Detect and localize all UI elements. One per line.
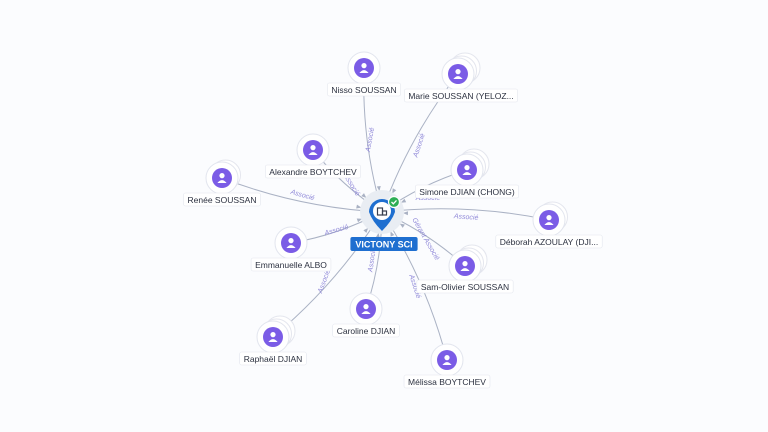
person-node-simone-djian[interactable]: Simone DJIAN (CHONG) [414, 148, 520, 199]
person-label-bg [414, 184, 520, 199]
edge-arrow-alexandre-boytchev [361, 193, 367, 198]
person-icon [268, 332, 278, 342]
edge-label-marie-soussan: Associé [412, 133, 427, 160]
edge-label-deborah-azoulay: Associé [453, 213, 479, 222]
center-label-bg [350, 237, 418, 251]
person-label-bg [327, 82, 401, 97]
person-label-bg [403, 374, 491, 389]
person-icon [442, 355, 452, 365]
person-label: Mélissa BOYTCHEV [408, 377, 486, 387]
person-node-melissa-boytchev[interactable]: Mélissa BOYTCHEV [403, 343, 491, 389]
person-node-marie-soussan[interactable]: Marie SOUSSAN (YELOZ... [404, 52, 518, 103]
person-label: Raphaël DJIAN [244, 354, 303, 364]
edge-arrow-nisso-soussan [376, 185, 381, 192]
person-label-bg [332, 323, 400, 338]
person-node-sam-olivier-soussan[interactable]: Sam-Olivier SOUSSAN [416, 244, 514, 294]
person-icon [460, 261, 470, 271]
edge-arrow-emmanuelle-albo [356, 218, 363, 223]
person-node-emmanuelle-albo[interactable]: Emmanuelle ALBO [250, 226, 332, 272]
person-icon [217, 173, 227, 183]
person-node-deborah-azoulay[interactable]: Déborah AZOULAY (DJI... [495, 201, 603, 249]
edge-label-emmanuelle-albo: Associé [323, 224, 350, 238]
person-icon [462, 165, 472, 175]
person-label: Déborah AZOULAY (DJI... [500, 237, 598, 247]
nodes-layer: Nisso SOUSSAN Marie SOUSSAN (YELOZ... Alex… [183, 51, 603, 389]
edge-arrow-renee-soussan [356, 204, 362, 209]
center-node-victony-sci[interactable]: VICTONY SCI [350, 190, 418, 251]
edge-arrow-marie-soussan [392, 188, 397, 194]
center-label: VICTONY SCI [355, 240, 412, 250]
person-label: Marie SOUSSAN (YELOZ... [408, 91, 513, 101]
person-label: Caroline DJIAN [337, 326, 396, 336]
person-label-bg [239, 351, 307, 366]
person-label: Alexandre BOYTCHEV [269, 167, 357, 177]
edge-label-caroline-djian: Associé [367, 247, 377, 273]
person-node-alexandre-boytchev[interactable]: Alexandre BOYTCHEV [264, 133, 362, 179]
person-icon [286, 238, 296, 248]
edge-label-simone-djian: Associé [415, 195, 441, 202]
person-icon [359, 63, 369, 73]
person-node-renee-soussan[interactable]: Renée SOUSSAN [183, 159, 261, 207]
edge-arrow-simone-djian [400, 198, 407, 203]
person-node-nisso-soussan[interactable]: Nisso SOUSSAN [327, 51, 401, 97]
edge-arrow-sam-olivier-soussan [399, 223, 405, 228]
person-label-bg [264, 164, 362, 179]
edge-label-renee-soussan: Associé [289, 189, 316, 203]
person-label: Nisso SOUSSAN [331, 85, 396, 95]
person-label-bg [404, 88, 518, 103]
person-icon [544, 215, 554, 225]
edge-arrow-melissa-boytchev [390, 231, 395, 237]
person-label: Renée SOUSSAN [188, 195, 257, 205]
edge-arrow-deborah-azoulay [402, 211, 409, 216]
edge-arrow-raphael-djian [363, 227, 369, 233]
company-icon [376, 207, 388, 216]
person-node-raphael-djian[interactable]: Raphaël DJIAN [239, 315, 307, 366]
edge-label-nisso-soussan: Associé [365, 127, 376, 153]
person-label-bg [416, 279, 514, 294]
person-label-bg [495, 234, 603, 249]
person-label: Simone DJIAN (CHONG) [419, 187, 515, 197]
person-icon [453, 69, 463, 79]
edge-arrow-caroline-djian [375, 232, 380, 238]
person-icon [361, 304, 371, 314]
person-icon [308, 145, 318, 155]
person-label: Sam-Olivier SOUSSAN [421, 282, 509, 292]
person-label: Emmanuelle ALBO [255, 260, 327, 270]
person-label-bg [250, 257, 332, 272]
person-node-caroline-djian[interactable]: Caroline DJIAN [332, 292, 400, 338]
person-label-bg [183, 192, 261, 207]
verified-check-icon [387, 195, 401, 209]
